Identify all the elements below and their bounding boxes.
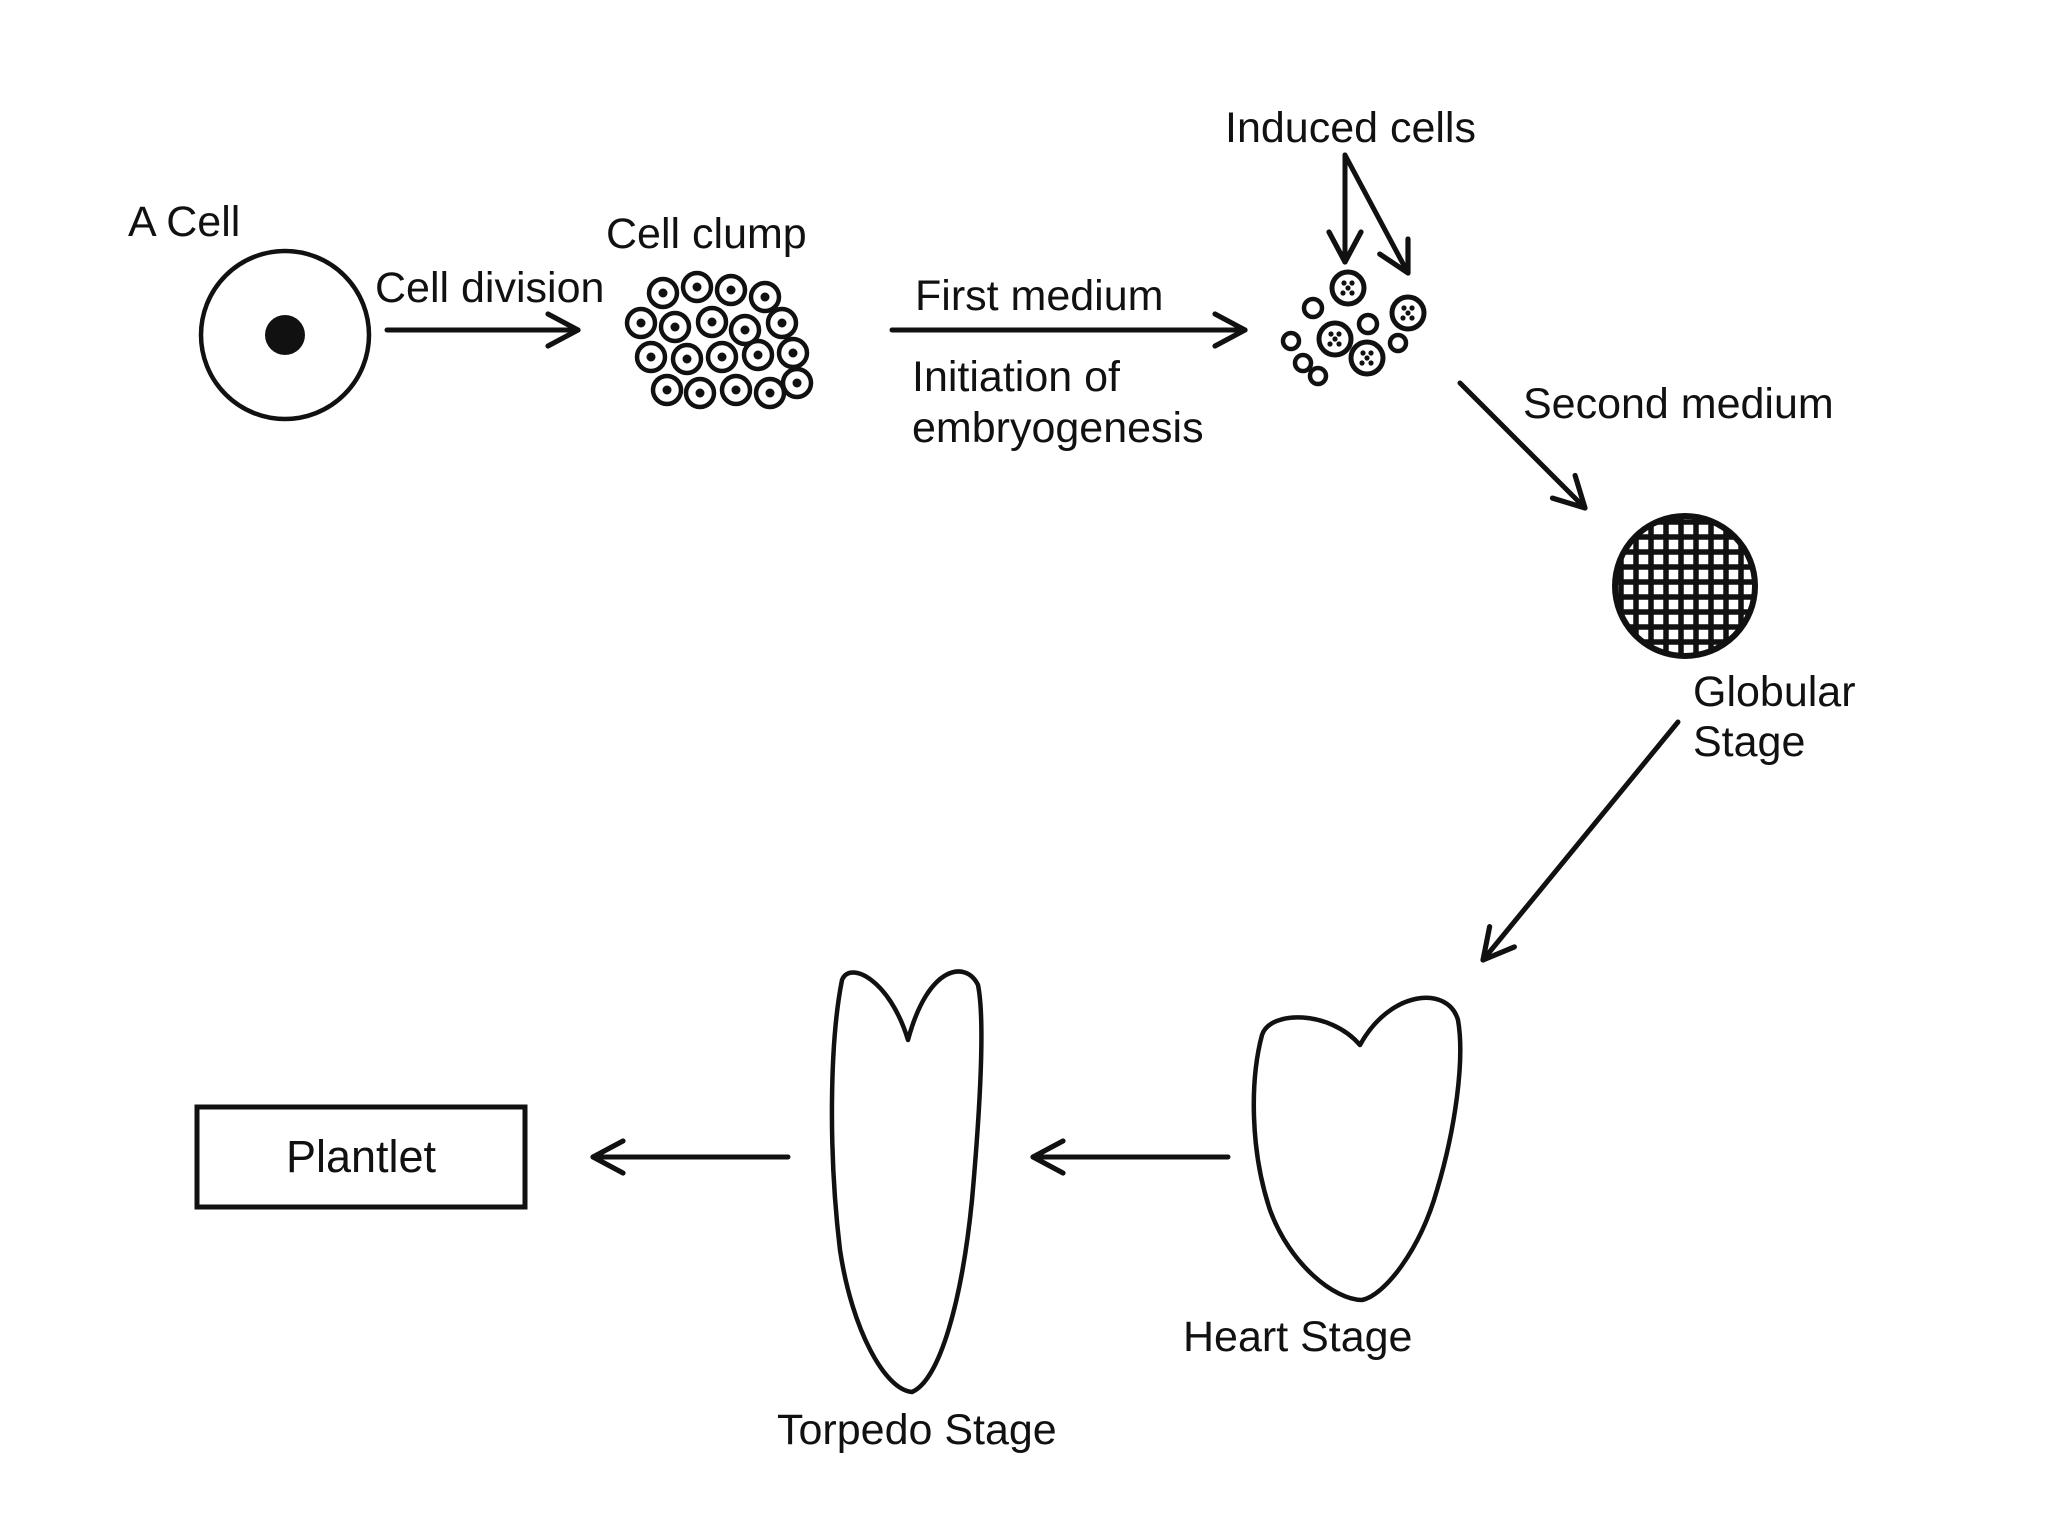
- clump-cell: [753, 376, 787, 410]
- globular-embryo: [1612, 513, 1758, 659]
- label-torpedo-stage: Torpedo Stage: [777, 1406, 1057, 1454]
- label-cell-clump: Cell clump: [606, 210, 807, 258]
- induced-cells-group: [1280, 269, 1427, 387]
- cell-clump: [624, 270, 814, 410]
- clump-cell: [670, 342, 704, 376]
- induced-cell: [1329, 269, 1367, 307]
- clump-cell: [634, 340, 668, 374]
- induced-cell: [1389, 294, 1427, 332]
- label-initiation-line1: Initiation of: [912, 353, 1121, 401]
- label-globular-line1: Globular: [1693, 668, 1856, 716]
- induced-cell: [1316, 320, 1354, 358]
- clump-cell: [624, 306, 658, 340]
- clump-cell: [650, 373, 684, 407]
- clump-cell: [728, 313, 762, 347]
- label-initiation-line2: embryogenesis: [912, 404, 1204, 452]
- single-cell: [198, 248, 372, 422]
- label-globular-line2: Stage: [1693, 718, 1805, 766]
- clump-cell: [705, 340, 739, 374]
- plantlet-box: [194, 1104, 528, 1210]
- clump-cell: [658, 310, 692, 344]
- clump-cell: [741, 338, 775, 372]
- clump-cell: [776, 336, 810, 370]
- induced-cell: [1348, 339, 1386, 377]
- clump-cell: [680, 270, 714, 304]
- label-heart-stage: Heart Stage: [1183, 1313, 1412, 1361]
- label-first-medium: First medium: [915, 272, 1163, 320]
- label-induced-cells: Induced cells: [1225, 104, 1476, 152]
- small-cell: [1280, 330, 1302, 352]
- clump-cell: [748, 280, 782, 314]
- label-a-cell: A Cell: [128, 198, 240, 246]
- pointer-arrow-induced-2: [1342, 152, 1411, 276]
- clump-cell: [765, 306, 799, 340]
- clump-cell: [695, 305, 729, 339]
- clump-cell: [714, 273, 748, 307]
- arrow-globular-to-heart: [1480, 719, 1681, 963]
- small-cell: [1292, 352, 1314, 374]
- small-cell: [1307, 365, 1329, 387]
- small-cell: [1387, 332, 1409, 354]
- clump-cell: [719, 373, 753, 407]
- clump-cell: [683, 376, 717, 410]
- arrow-second-medium: [1457, 380, 1588, 511]
- label-second-medium: Second medium: [1523, 380, 1834, 428]
- clump-cell: [646, 276, 680, 310]
- label-cell-division: Cell division: [375, 264, 604, 312]
- small-cell: [1356, 312, 1380, 336]
- label-plantlet: Plantlet: [286, 1131, 437, 1182]
- heart-embryo: [1251, 995, 1463, 1303]
- torpedo-embryo: [829, 969, 984, 1395]
- clump-cell: [780, 366, 814, 400]
- small-cell: [1301, 296, 1325, 320]
